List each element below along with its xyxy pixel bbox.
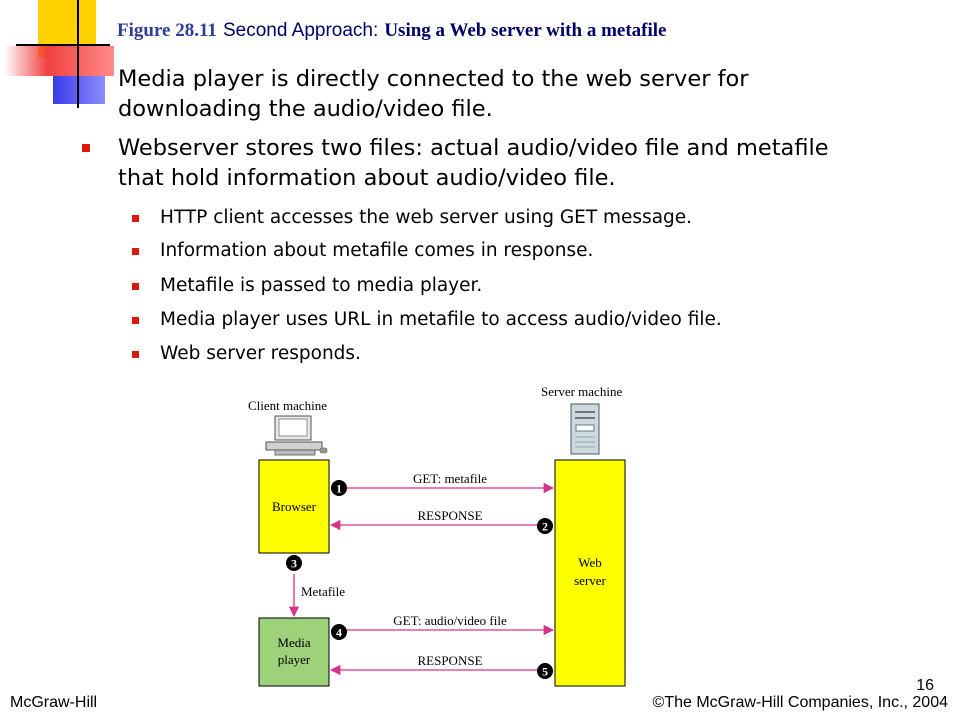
decor-red-block bbox=[4, 46, 114, 76]
msg-label-response-1: RESPONSE bbox=[417, 508, 482, 523]
server-icon bbox=[570, 403, 600, 455]
step-badge-1: 1 bbox=[331, 480, 347, 496]
bullet-text: Information about metafile comes in resp… bbox=[160, 240, 594, 261]
footer-copyright: ©The McGraw-Hill Companies, Inc., 2004 bbox=[652, 694, 948, 711]
msg-label-get-audio-video: GET: audio/video file bbox=[393, 613, 507, 628]
title-approach: Second Approach: bbox=[222, 20, 379, 41]
msg-label-response-2: RESPONSE bbox=[417, 653, 482, 668]
step-badge-4: 4 bbox=[331, 624, 347, 640]
decor-vertical-line bbox=[77, 0, 79, 108]
bullet-line: Webserver stores two files: actual audio… bbox=[118, 135, 829, 161]
bullet-marker bbox=[132, 215, 139, 222]
svg-text:5: 5 bbox=[542, 665, 548, 679]
svg-text:1: 1 bbox=[336, 482, 342, 496]
title-description: Using a Web server with a metafile bbox=[384, 20, 667, 41]
bullet-marker bbox=[132, 351, 139, 358]
bullet-text: Webserver stores two files: actual audio… bbox=[118, 133, 829, 193]
msg-label-get-metafile: GET: metafile bbox=[413, 471, 487, 486]
bullet-text: HTTP client accesses the web server usin… bbox=[160, 207, 693, 228]
svg-text:2: 2 bbox=[542, 520, 548, 534]
decor-horizontal-line bbox=[16, 44, 110, 46]
browser-box bbox=[258, 459, 330, 554]
bullet-text: Media player uses URL in metafile to acc… bbox=[160, 309, 722, 330]
bullet-line: that hold information about audio/video … bbox=[118, 165, 616, 191]
figure-number: Figure 28.11 bbox=[117, 20, 217, 41]
svg-text:4: 4 bbox=[336, 626, 342, 640]
browser-label: Browser bbox=[272, 499, 317, 514]
footer-publisher: McGraw-Hill bbox=[10, 694, 98, 711]
media-player-label-line1: Media bbox=[277, 635, 310, 650]
media-player-label-line2: player bbox=[278, 652, 311, 667]
step-badge-2: 2 bbox=[537, 518, 553, 534]
client-machine-label: Client machine bbox=[248, 398, 327, 413]
msg-label-metafile: Metafile bbox=[301, 584, 345, 599]
bullet-text: Web server responds. bbox=[160, 343, 361, 364]
bullet-line: downloading the audio/video file. bbox=[118, 96, 493, 122]
web-server-box bbox=[554, 459, 626, 687]
bullet-text: Media player is directly connected to th… bbox=[118, 64, 749, 124]
bullet-marker bbox=[132, 283, 139, 290]
bullet-line: Media player is directly connected to th… bbox=[118, 66, 749, 92]
web-server-label-line2: server bbox=[574, 573, 606, 588]
server-machine-label: Server machine bbox=[541, 384, 622, 399]
computer-icon bbox=[265, 415, 328, 456]
bullet-marker bbox=[132, 248, 139, 255]
bullet-text: Metafile is passed to media player. bbox=[160, 275, 483, 296]
media-player-box bbox=[258, 617, 330, 687]
bullet-marker bbox=[82, 144, 90, 152]
svg-text:3: 3 bbox=[291, 557, 297, 571]
page-number: 16 bbox=[916, 677, 934, 694]
bullet-marker bbox=[132, 317, 139, 324]
slide-title: Figure 28.11 Second Approach: Using a We… bbox=[117, 14, 937, 47]
web-server-label-line1: Web bbox=[578, 555, 602, 570]
step-badge-3: 3 bbox=[286, 555, 302, 571]
step-badge-5: 5 bbox=[537, 663, 553, 679]
